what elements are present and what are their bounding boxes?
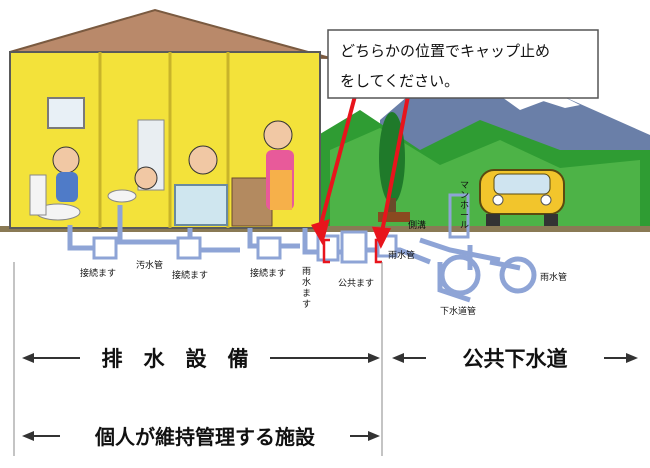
callout-line-2: をしてください。 [340,72,459,90]
label-setsuzoku-3: 接続ます [250,267,286,279]
label-usui-kan-2: 雨水管 [540,271,567,283]
section-drainage-facility: 排 水 設 備 [22,347,380,371]
section-drainage-facility-label: 排 水 設 備 [102,347,249,371]
bathtub-icon [174,184,228,226]
section-public-sewer: 公共下水道 [392,347,638,371]
kitchen-sink-icon [231,177,273,227]
label-manhole-5: ル [460,221,469,231]
child-figure-icon [52,146,80,174]
callout-line-1: どちらかの位置でキャップ止め [340,42,550,60]
inspection-boxes [92,230,398,264]
label-usui-masu-2: 水 [302,276,311,288]
label-manhole-4: ー [460,211,469,221]
bathing-child-icon [188,145,218,175]
child-washing-icon [134,166,158,190]
label-oosui-kan: 汚水管 [136,259,163,271]
house [9,8,331,229]
washbasin-icon [107,189,137,203]
label-usui-masu-4: す [302,299,311,310]
rain-pipe-loop [499,256,537,294]
section-public-sewer-label: 公共下水道 [463,347,568,371]
label-usui-masu-1: 雨 [302,266,311,277]
callout-box [327,29,599,99]
label-setsuzoku-1: 接続ます [80,267,116,279]
mother-figure-icon [263,120,293,150]
label-usui-kan-1: 雨水管 [388,249,415,261]
window-icon [47,97,85,129]
label-setsuzoku-2: 接続ます [172,269,208,281]
label-manhole-1: マ [460,181,469,191]
label-sokko: 側溝 [408,219,426,231]
label-kokyo-masu: 公共ます [338,278,374,289]
section-private-facility: 個人が維持管理する施設 [22,425,380,449]
label-manhole-3: ホ [460,200,469,211]
section-private-facility-label: 個人が維持管理する施設 [94,425,316,449]
label-gesui-kan: 下水道管 [440,305,476,317]
tree-icon [378,112,410,222]
car-icon [479,169,565,226]
label-usui-masu-3: ま [302,288,311,299]
manhole-shaft [448,193,470,239]
manhole-icon [439,254,481,296]
callout-arrows [311,95,410,249]
label-manhole-2: ン [460,191,469,201]
